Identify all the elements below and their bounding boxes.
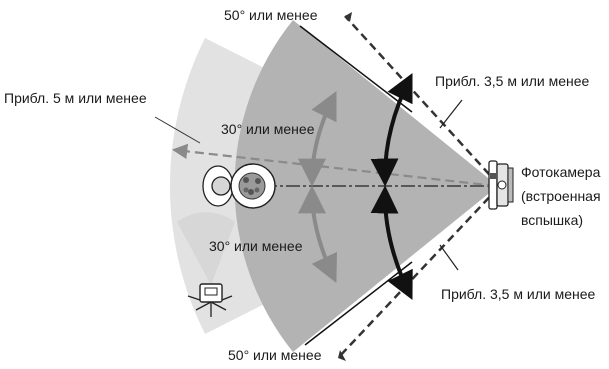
camera-icon xyxy=(488,160,514,210)
gray-arc-arrow-top xyxy=(298,90,337,187)
gray-arc-arrow-bottom xyxy=(298,185,337,284)
camera-label-line1: Фотокамера xyxy=(521,164,601,180)
distance-mid-top-label: Прибл. 3,5 м или менее xyxy=(435,73,590,89)
mid-bottom-leader xyxy=(439,244,459,271)
distance-far-label: Прибл. 5 м или менее xyxy=(4,90,147,106)
camera-label-line2: (встроенная xyxy=(521,188,601,204)
distance-mid-bottom-label: Прибл. 3,5 м или менее xyxy=(441,286,596,302)
flower-subject-icon xyxy=(230,163,276,209)
black-arc-arrow-bottom xyxy=(370,185,413,301)
angle-bottom-outer-label: 50° или менее xyxy=(228,347,322,363)
person-icon xyxy=(202,165,234,207)
wireless-flash-cone xyxy=(177,212,235,285)
angle-bottom-inner-label: 30° или менее xyxy=(209,238,303,254)
far-distance-leader xyxy=(154,116,201,144)
angle-top-outer-label: 50° или менее xyxy=(224,7,318,23)
mid-top-leader xyxy=(439,99,463,129)
wireless-flash-icon xyxy=(187,283,233,317)
black-arc-arrow-top xyxy=(370,72,413,187)
angle-top-inner-label: 30° или менее xyxy=(221,121,315,137)
camera-label-line3: вспышка) xyxy=(521,212,584,228)
upper-boundary-dashed xyxy=(344,15,499,185)
